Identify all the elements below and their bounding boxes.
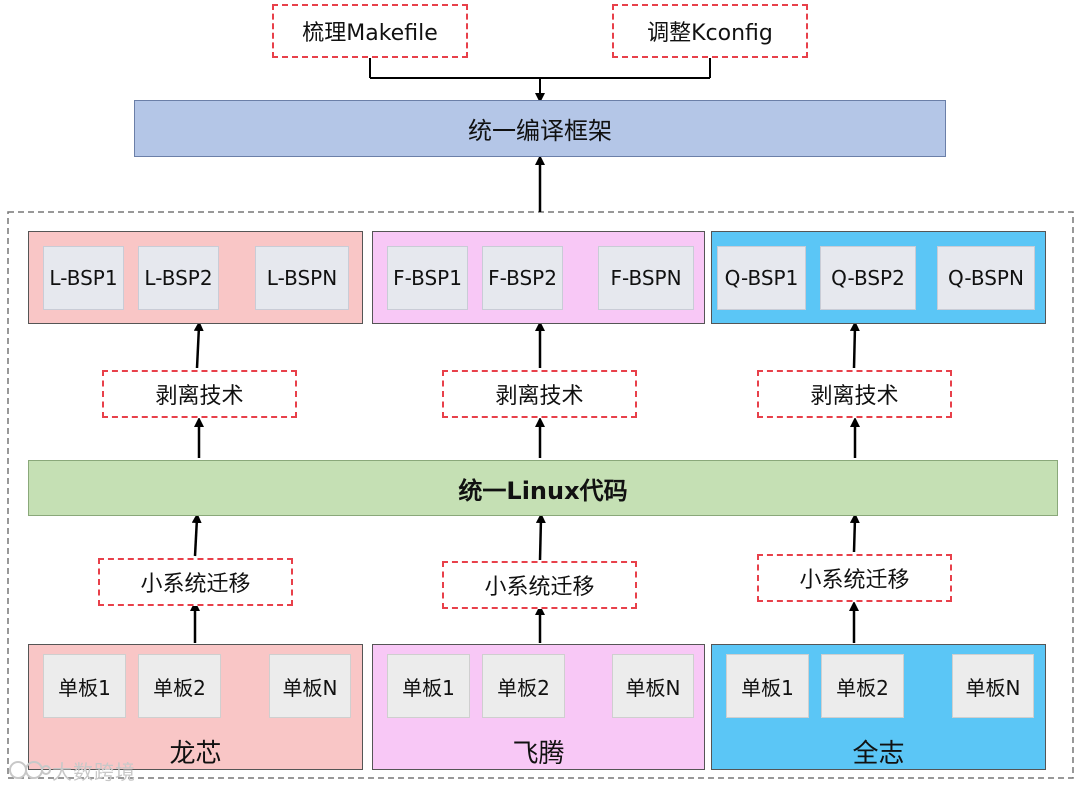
vendor-name: 全志 — [712, 733, 1045, 770]
linux-box: 统一Linux代码 — [28, 460, 1058, 516]
board-item: 单板2 — [482, 654, 565, 718]
vendor-label: 飞腾 — [512, 739, 565, 769]
bsp-item-label: Q-BSP1 — [724, 266, 799, 290]
arrow-migrate-to-linux-3 — [849, 513, 860, 553]
migrate-label: 小系统迁移 — [140, 572, 251, 597]
strip-label: 剥离技术 — [155, 384, 244, 409]
bsp-item-label: L-BSPN — [266, 266, 338, 290]
bsp-item-label: L-BSP1 — [49, 266, 118, 290]
strip-box-1: 剥离技术 — [102, 370, 297, 418]
arrow-strip-to-bsp-1 — [193, 321, 204, 369]
board-item-label: 单板N — [965, 675, 1021, 700]
board-item: 单板1 — [43, 654, 126, 718]
bsp-item: F-BSP1 — [387, 246, 468, 310]
strip-label: 剥离技术 — [495, 384, 584, 409]
board-item-label: 单板2 — [836, 675, 889, 700]
board-item: 单板N — [952, 654, 1034, 718]
bsp-item-label: Q-BSP2 — [831, 266, 905, 290]
watermark-text: 大数跨境 — [52, 759, 136, 784]
bsp-item-label: Q-BSPN — [948, 266, 1024, 290]
kconfig-box: 调整Kconfig — [612, 4, 808, 58]
migrate-label: 小系统迁移 — [799, 568, 910, 593]
vendor-label: 全志 — [852, 739, 905, 769]
board-item-label: 单板2 — [153, 675, 206, 700]
board-item-label: 单板1 — [402, 675, 455, 700]
board-item-label: 单板N — [625, 675, 681, 700]
bsp-item: Q-BSP2 — [820, 246, 916, 310]
migrate-box-2: 小系统迁移 — [442, 561, 637, 609]
watermark: 大数跨境 — [8, 756, 148, 784]
framework-label: 统一编译框架 — [468, 117, 612, 145]
arrow-migrate-to-linux-2 — [535, 513, 546, 561]
bsp-item-label: F-BSP2 — [488, 266, 557, 290]
board-item: 单板N — [269, 654, 351, 718]
board-item: 单板1 — [726, 654, 809, 718]
bsp-item: Q-BSPN — [937, 246, 1035, 310]
board-item: 单板2 — [821, 654, 904, 718]
bsp-item: L-BSPN — [255, 246, 349, 310]
vendor-label: 龙芯 — [169, 739, 222, 769]
board-item-label: 单板1 — [741, 675, 794, 700]
arrow-strip-to-bsp-3 — [849, 321, 860, 369]
bsp-item: L-BSP2 — [138, 246, 219, 310]
strip-box-2: 剥离技术 — [442, 370, 637, 418]
board-item: 单板N — [612, 654, 694, 718]
vendor-name: 龙芯 — [29, 733, 362, 770]
bsp-item: L-BSP1 — [43, 246, 124, 310]
board-item: 单板2 — [138, 654, 221, 718]
bsp-item: Q-BSP1 — [717, 246, 806, 310]
bsp-item: F-BSPN — [598, 246, 694, 310]
makefile-box: 梳理Makefile — [272, 4, 468, 58]
bsp-item-label: L-BSP2 — [144, 266, 213, 290]
bsp-item-label: F-BSPN — [610, 266, 682, 290]
bsp-item-label: F-BSP1 — [393, 266, 462, 290]
bsp-item: F-BSP2 — [482, 246, 563, 310]
linux-label: 统一Linux代码 — [458, 476, 628, 505]
strip-box-3: 剥离技术 — [757, 370, 952, 418]
migrate-box-1: 小系统迁移 — [98, 558, 293, 606]
board-item-label: 单板N — [282, 675, 338, 700]
makefile-label: 梳理Makefile — [302, 21, 438, 46]
board-item: 单板1 — [387, 654, 470, 718]
top-merge-connector — [369, 58, 711, 103]
board-item-label: 单板2 — [497, 675, 550, 700]
watermark-logo-icon — [9, 761, 51, 779]
board-item-label: 单板1 — [58, 675, 111, 700]
arrow-migrate-to-linux-1 — [191, 513, 202, 557]
kconfig-label: 调整Kconfig — [647, 21, 773, 46]
vendor-name: 飞腾 — [373, 733, 704, 770]
migrate-box-3: 小系统迁移 — [757, 554, 952, 602]
migrate-label: 小系统迁移 — [484, 575, 595, 600]
strip-label: 剥离技术 — [810, 384, 899, 409]
framework-box: 统一编译框架 — [134, 100, 946, 157]
